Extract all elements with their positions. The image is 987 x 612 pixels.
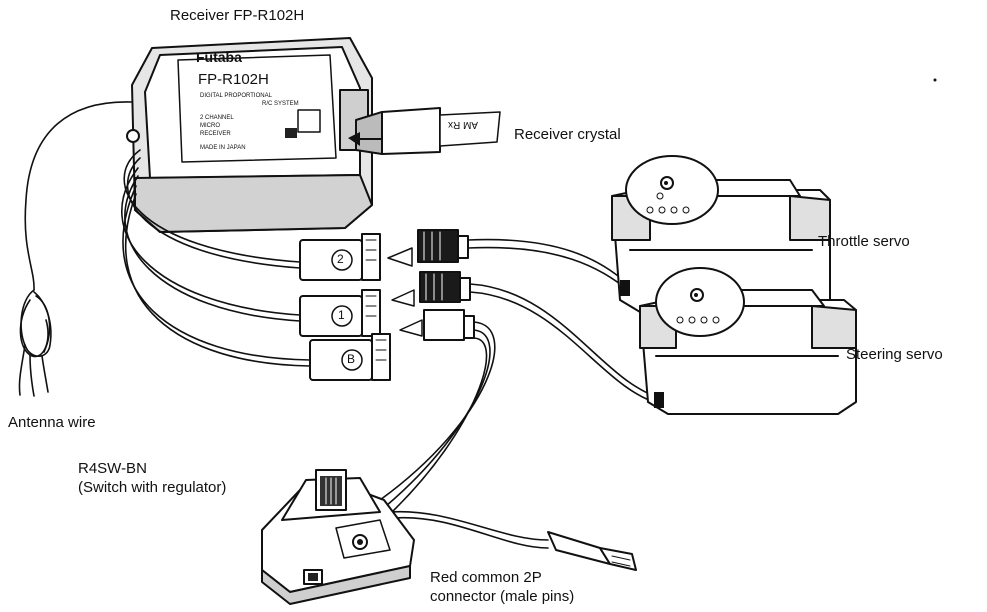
receiver-crystal (348, 107, 501, 155)
receiver-line5: RECEIVER (200, 131, 231, 137)
label-connector-line2: connector (male pins) (430, 588, 575, 605)
label-throttle-servo: Throttle servo (818, 233, 910, 250)
speck (933, 78, 937, 82)
receiver-line3: 2 CHANNEL (200, 115, 234, 121)
switch-leads (379, 321, 549, 549)
insertion-arrows (387, 247, 423, 337)
receiver-plug-1 (299, 289, 381, 337)
receiver-leads (121, 149, 311, 367)
receiver-unit (126, 37, 373, 233)
switch-unit (261, 469, 415, 605)
crystal-tag: AM Rx (448, 119, 478, 130)
label-connector: Red common 2P connector (male pins) (430, 568, 574, 606)
label-switch-line1: R4SW-BN (78, 460, 147, 477)
label-connector-line1: Red common 2P (430, 569, 542, 586)
receiver-brand: Futaba (196, 49, 242, 65)
label-receiver-crystal: Receiver crystal (514, 126, 621, 143)
label-steering-servo: Steering servo (846, 346, 943, 363)
receiver-line4: MICRO (200, 123, 220, 129)
throttle-servo-plug (417, 229, 469, 263)
label-switch: R4SW-BN (Switch with regulator) (78, 459, 226, 497)
plug-channel-2: 2 (337, 252, 344, 266)
throttle-servo (611, 155, 831, 313)
receiver-plug-b (309, 333, 391, 381)
receiver-line2: R/C SYSTEM (262, 101, 299, 107)
switch-plug (423, 309, 475, 341)
antenna-wire (18, 101, 133, 397)
plug-channel-b: B (347, 352, 356, 366)
steering-servo (639, 267, 857, 415)
receiver-model: FP-R102H (198, 71, 269, 88)
steering-servo-plug (419, 271, 471, 303)
red-2p-connector (547, 531, 637, 571)
label-receiver: Receiver FP-R102H (170, 7, 305, 24)
label-antenna-wire: Antenna wire (8, 414, 96, 431)
receiver-line1: DIGITAL PROPORTIONAL (200, 93, 272, 99)
receiver-made: MADE IN JAPAN (200, 145, 246, 151)
receiver-plug-2 (299, 233, 381, 281)
plug-channel-1: 1 (338, 308, 345, 322)
label-switch-line2: (Switch with regulator) (78, 479, 227, 496)
